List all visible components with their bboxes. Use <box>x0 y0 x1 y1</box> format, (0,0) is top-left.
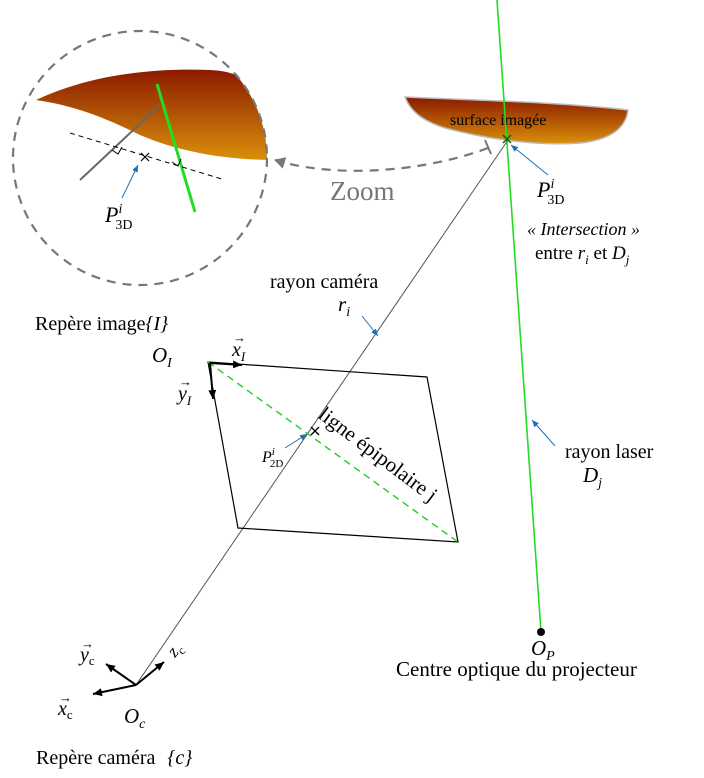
zoom-arrow <box>274 146 489 172</box>
camera-origin-label: Oc <box>124 704 146 732</box>
zoom-label: Zoom <box>330 176 395 206</box>
surface-label: surface imagée <box>450 112 546 129</box>
image-y-axis-label: yI <box>176 383 192 408</box>
zoom-intersection-cross <box>140 152 150 162</box>
camera-ray-symbol: ri <box>338 292 350 320</box>
image-y-axis <box>208 362 217 400</box>
camera-y-axis-label: yc <box>78 644 95 668</box>
image-x-axis-arrow: → <box>233 330 246 345</box>
image-origin-label: OI <box>152 343 173 371</box>
camera-y-axis-arrow: → <box>81 636 94 651</box>
projector-origin-label: OP <box>531 636 555 664</box>
camera-frame-label: Repère caméra{c} <box>36 747 192 769</box>
image-x-axis-label: xI <box>231 339 246 364</box>
surface-shape <box>403 96 629 145</box>
zoom-arrow-tail-tick <box>484 139 492 155</box>
camera-y-axis <box>105 663 137 686</box>
camera-x-axis <box>92 684 137 697</box>
image-x-axis <box>209 360 243 369</box>
p3d-pointer <box>510 144 549 176</box>
camera-z-axis-label: zc <box>162 638 188 663</box>
camera-z-axis <box>135 661 165 686</box>
zoom-camera-ray <box>79 104 161 181</box>
camera-x-axis-arrow: → <box>59 690 72 705</box>
camera-ray <box>135 139 509 686</box>
zoom-right-angle-mark <box>111 146 123 155</box>
camera-frame <box>92 661 165 697</box>
laser-ray-pointer <box>531 419 556 447</box>
imaged-surface: surface imagée <box>403 96 629 145</box>
zoom-surface-patch <box>36 69 267 160</box>
p2d-cross <box>310 426 320 436</box>
laser-ray-label: rayon laser <box>565 441 654 463</box>
epipolar-label: ligne épipolaire j <box>314 402 442 507</box>
camera-ray-pointer <box>361 315 379 337</box>
zoom-right-angle-mark <box>171 158 182 167</box>
projector-center <box>537 628 545 636</box>
laser-ray <box>496 0 542 633</box>
image-y-axis-arrow: → <box>179 374 192 389</box>
zoom-circle <box>11 29 269 287</box>
camera-ray-label: rayon caméra <box>270 271 378 293</box>
intersection-line2: entre ri et Dj <box>535 243 630 267</box>
p2d-pointer <box>284 433 308 449</box>
p3d-cross <box>502 134 512 144</box>
zoom-p3d-pointer <box>121 164 139 199</box>
epipolar-line <box>207 361 459 543</box>
projector-caption: Centre optique du projecteur <box>396 657 637 681</box>
image-frame-label: Repère image{I} <box>35 313 168 335</box>
camera-x-axis-label: xc <box>57 698 73 722</box>
image-plane <box>207 361 459 543</box>
intersection-line1: « Intersection » <box>527 219 640 239</box>
zoom-laser-ray <box>155 83 197 213</box>
laser-ray-symbol: Dj <box>582 463 602 491</box>
